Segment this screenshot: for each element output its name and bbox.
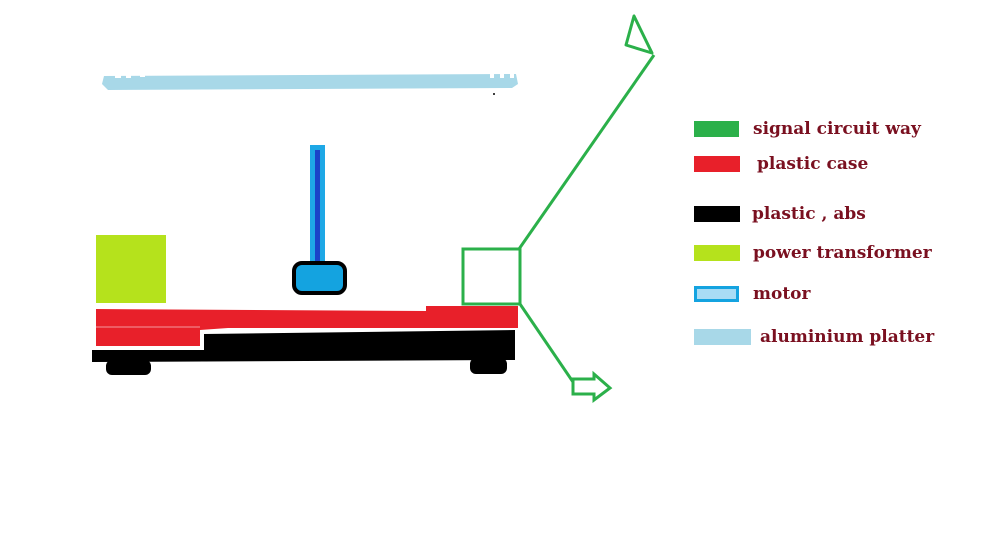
signal-circuit-way [461,14,656,403]
motor-shaft [310,145,325,293]
power-transformer [96,235,166,303]
aluminium-platter [102,73,518,90]
plastic-case [96,306,518,346]
motor [292,261,347,295]
plastic-abs-base [92,330,515,375]
